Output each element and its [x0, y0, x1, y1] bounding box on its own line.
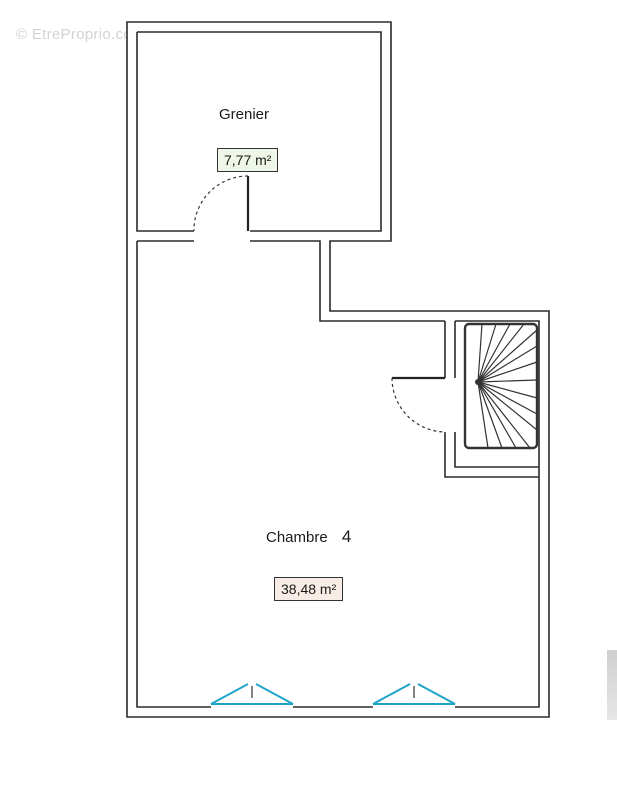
stair-step: [477, 379, 538, 383]
edge-decoration: [607, 650, 617, 720]
stair-step: [477, 323, 497, 383]
room-number-chambre: 4: [341, 527, 352, 546]
stair-step: [477, 323, 525, 383]
stair-enclosure-wall: [444, 321, 539, 478]
area-badge-chambre: 38,48 m²: [274, 577, 344, 601]
stair-step: [477, 381, 538, 415]
room-name-grenier: Grenier: [219, 106, 270, 123]
area-badge-grenier: 7,77 m²: [217, 148, 279, 172]
stair-step: [477, 381, 538, 399]
stair-step: [477, 381, 538, 431]
room-name-chambre-text: Chambre: [266, 529, 328, 546]
inner-wall-grenier: [136, 31, 382, 232]
inner-wall-chambre: [136, 241, 540, 708]
window-icon: [372, 683, 456, 705]
stair-step: [477, 323, 483, 383]
stair-step: [477, 381, 503, 449]
door-swing-icon: [193, 175, 249, 232]
wall-between-rooms: [137, 240, 445, 322]
spiral-staircase-icon: [463, 322, 539, 450]
room-name-chambre: Chambre 4: [266, 527, 351, 547]
stair-step: [477, 381, 531, 449]
stair-step: [477, 381, 517, 449]
window-icon: [210, 683, 294, 705]
stair-step: [477, 361, 538, 383]
outer-wall-grenier: [126, 21, 550, 718]
stair-step: [477, 345, 538, 383]
stair-step: [477, 323, 511, 383]
watermark: © EtreProprio.com: [16, 26, 145, 43]
door-swing-icon: [391, 377, 446, 433]
stair-step: [477, 381, 489, 449]
stair-step: [477, 329, 538, 383]
